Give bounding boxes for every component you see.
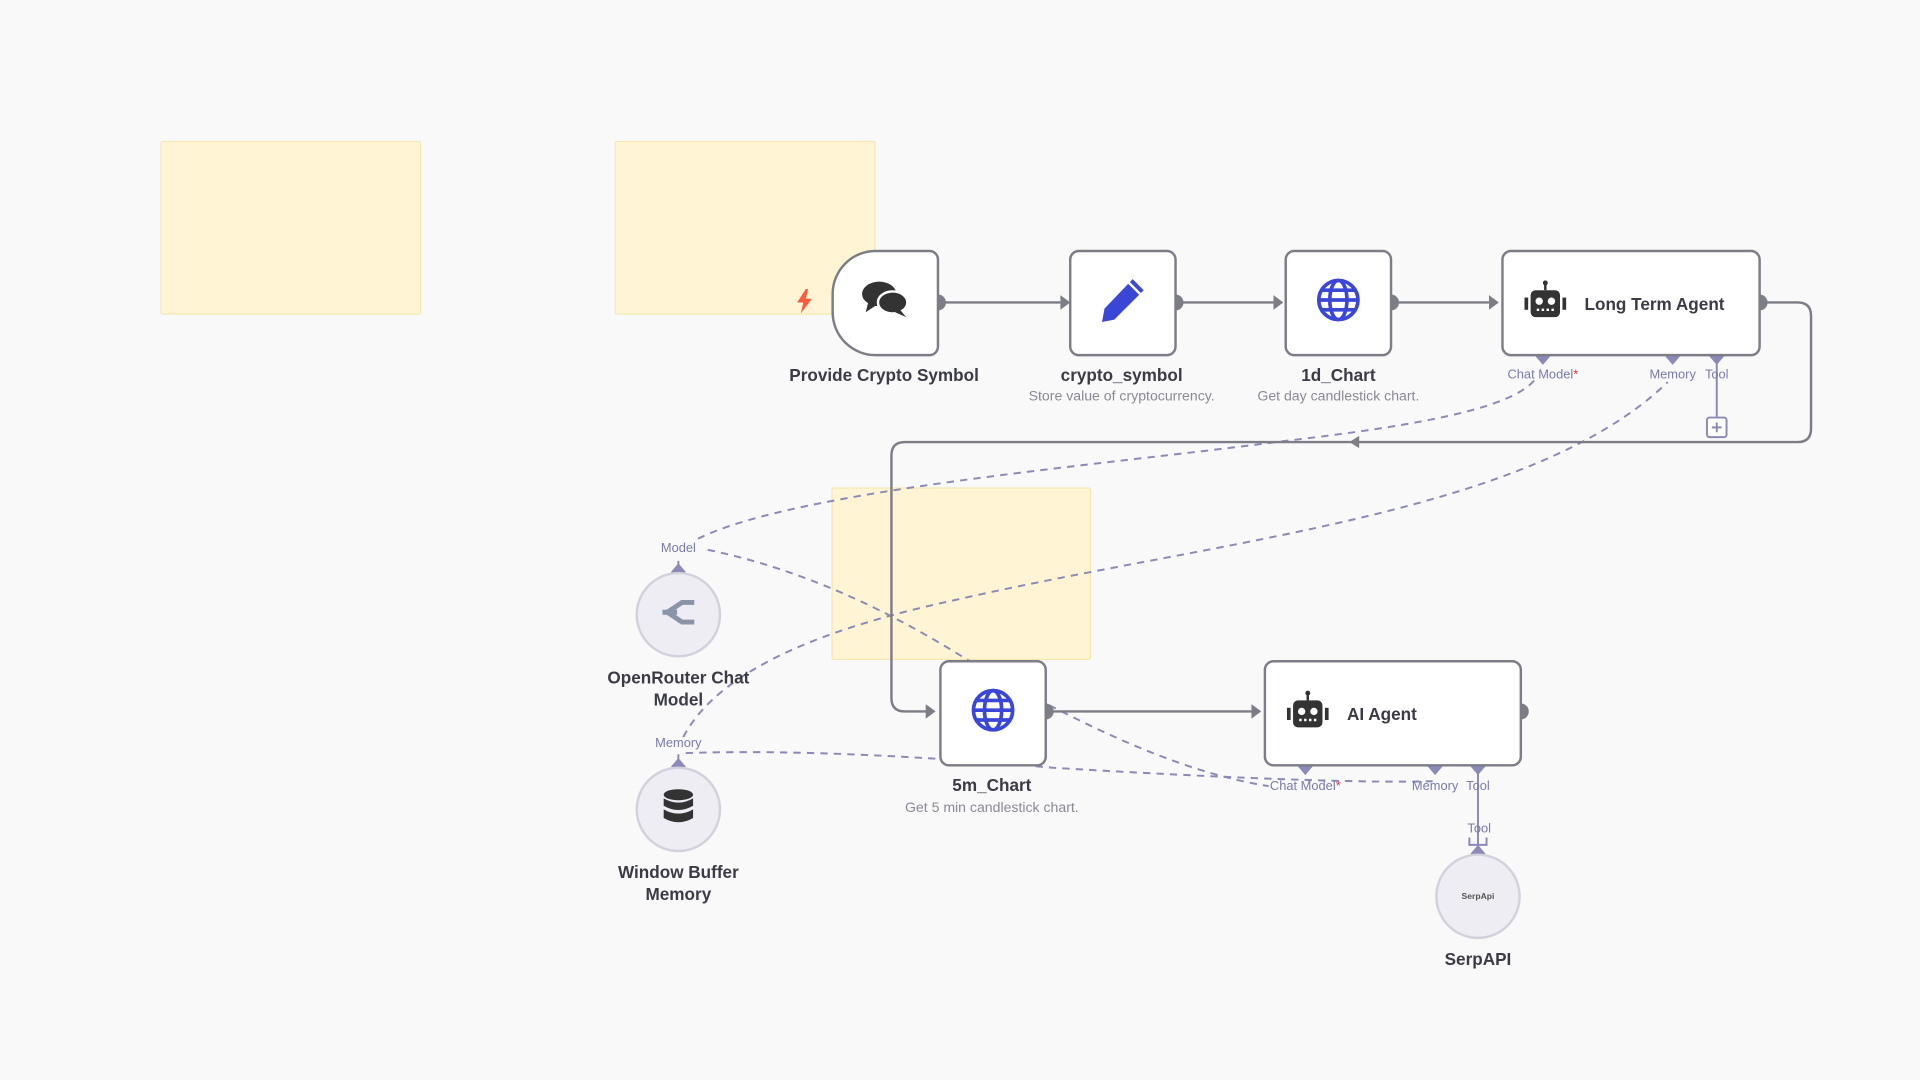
connection-memory-ai-agent: [685, 751, 1433, 783]
node-label: Long Term Agent: [1584, 293, 1725, 313]
node-label: crypto_symbol: [1060, 364, 1183, 385]
node-openrouter-chat-model[interactable]: [635, 571, 722, 658]
node-label: SerpAPI: [1444, 948, 1512, 969]
node-serpapi[interactable]: SerpApi: [1435, 853, 1521, 940]
globe-icon: [970, 687, 1017, 740]
node-5m-chart[interactable]: [939, 660, 1047, 767]
node-long-term-agent[interactable]: Long Term Agent: [1501, 249, 1761, 357]
node-window-buffer-memory[interactable]: [635, 766, 722, 853]
node-label: AI Agent: [1346, 703, 1417, 724]
database-icon: [662, 788, 694, 831]
node-label: Provide Crypto Symbol: [789, 364, 979, 385]
handle-memory-label: Memory: [1411, 778, 1459, 794]
globe-icon: [1315, 277, 1362, 330]
node-subtitle: Get day candlestick chart.: [1257, 389, 1420, 405]
node-crypto-symbol[interactable]: [1068, 249, 1177, 357]
lightning-bolt-icon: [796, 288, 813, 320]
node-subtitle: Store value of cryptocurrency.: [1028, 389, 1215, 405]
serpapi-logo: SerpApi: [1461, 892, 1495, 901]
pencil-icon: [1098, 276, 1147, 331]
sticky-note[interactable]: [831, 487, 1092, 661]
node-provide-crypto-symbol[interactable]: [831, 249, 940, 357]
sticky-note[interactable]: [160, 140, 422, 315]
robot-icon: [1523, 280, 1567, 325]
handle-memory-label: Memory: [1649, 367, 1696, 383]
handle-tool-label: Tool: [1466, 778, 1490, 794]
node-ai-agent[interactable]: AI Agent: [1263, 660, 1523, 767]
add-tool-button[interactable]: [1706, 416, 1728, 438]
handle-tool-label: Tool: [1467, 821, 1491, 837]
handle-tool-label: Tool: [1704, 367, 1729, 383]
handle-chat-model-label: Chat Model*: [1507, 367, 1579, 383]
node-1d-chart[interactable]: [1284, 249, 1393, 357]
connection-model-long-term-agent: [697, 376, 1538, 540]
handle-model-label: Model: [660, 541, 696, 556]
chat-bubbles-icon: [861, 279, 910, 327]
handle-chat-model-label: Chat Model*: [1269, 778, 1341, 794]
node-subtitle: Get 5 min candlestick chart.: [904, 800, 1079, 816]
node-label: 5m_Chart: [952, 775, 1032, 795]
openrouter-icon: [660, 597, 697, 633]
node-label: 1d_Chart: [1301, 364, 1376, 385]
handle-memory-label: Memory: [655, 735, 702, 751]
connection-memory-long-term-agent: [682, 381, 1669, 738]
robot-icon: [1286, 690, 1330, 736]
